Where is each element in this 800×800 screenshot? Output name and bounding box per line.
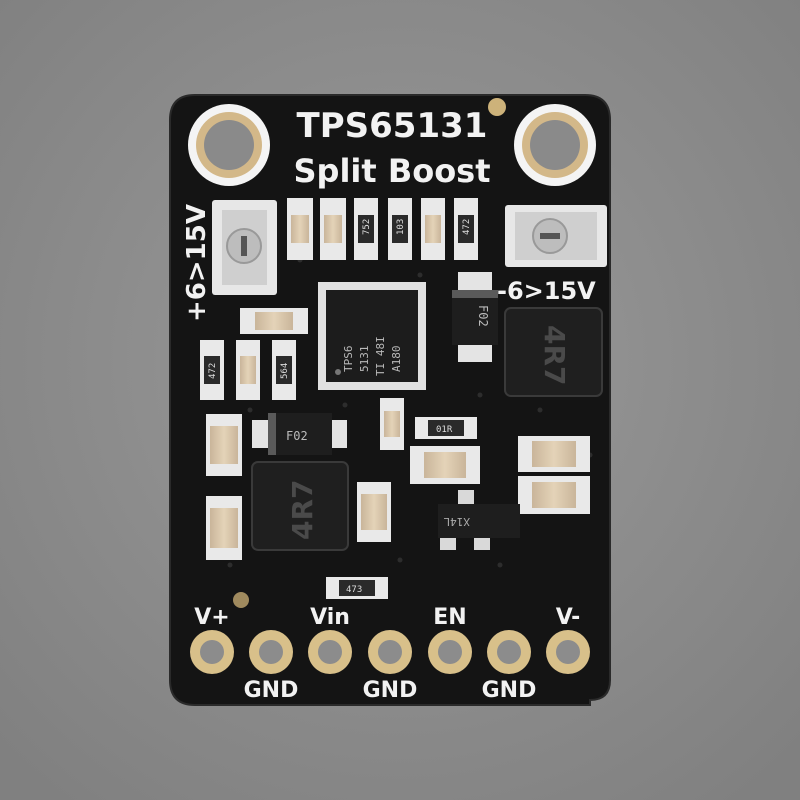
positive-range-label: +6>15V [182, 204, 212, 322]
cap-left-1 [236, 340, 260, 400]
pad-5 [428, 630, 472, 674]
main-ic: TPS6 5131 TI 48I A180 [318, 282, 426, 390]
resistor-left-2-code: 564 [280, 363, 290, 379]
main-ic-marking-3: TI 48I [374, 336, 387, 376]
resistor-left-1: 472 [200, 340, 224, 400]
inductor-right: 4R7 [504, 307, 603, 397]
pin-label-vminus: V- [556, 605, 581, 630]
resistor-top-1: 752 [354, 198, 378, 260]
resistor-top-2: 103 [388, 198, 412, 260]
negative-range-label: -6>15V [497, 277, 596, 305]
trim-potentiometer-left [212, 200, 277, 295]
mounting-hole-right [514, 104, 596, 186]
resistor-center-small: 01R [415, 417, 477, 439]
resistor-top-3-code: 472 [462, 219, 472, 235]
board-title: TPS65131 [297, 106, 488, 146]
pin-label-vin: Vin [310, 605, 350, 630]
pin-label-gnd-1: GND [244, 678, 299, 703]
resistor-bottom: 473 [326, 577, 388, 599]
cap-top-2 [320, 198, 346, 260]
header-pads [190, 630, 590, 674]
resistor-left-1-code: 472 [208, 363, 218, 379]
top-component-row: 752 103 472 [287, 198, 478, 260]
diode-top: F02 [452, 272, 498, 362]
cap-mid-vertical [380, 398, 404, 450]
cap-bulk-left-2 [206, 496, 242, 560]
pad-4 [368, 630, 412, 674]
mounting-hole-left [188, 104, 270, 186]
pin-labels-bottom: GND GND GND [244, 678, 537, 703]
resistor-top-2-code: 103 [396, 219, 406, 235]
board-subtitle: Split Boost [293, 152, 490, 190]
transistor: X14L [438, 490, 520, 550]
pad-1 [190, 630, 234, 674]
left-component-cluster: 472 564 [200, 340, 296, 400]
main-ic-marking-2: 5131 [358, 346, 371, 373]
resistor-center-code: 01R [436, 425, 453, 435]
transistor-marking: X14L [443, 515, 470, 528]
cap-top-1 [287, 198, 313, 260]
main-ic-marking-1: TPS6 [342, 346, 355, 373]
pad-2 [249, 630, 293, 674]
resistor-top-3: 472 [454, 198, 478, 260]
trim-potentiometer-right [505, 205, 607, 267]
inductor-left-marking: 4R7 [286, 479, 319, 540]
main-ic-marking-4: A180 [390, 346, 403, 373]
diode-top-marking: F02 [476, 305, 490, 327]
cap-right-2 [518, 476, 590, 514]
cap-top-3 [421, 198, 445, 260]
fiducial-bottom [233, 592, 249, 608]
cap-horizontal-mid [240, 308, 308, 334]
pin-label-vplus: V+ [194, 605, 229, 630]
inductor-left: 4R7 [251, 461, 349, 551]
resistor-bottom-code: 473 [346, 585, 362, 595]
cap-right-1 [518, 436, 590, 472]
resistor-top-1-code: 752 [362, 219, 372, 235]
cap-center-vertical [357, 482, 391, 542]
pad-3 [308, 630, 352, 674]
cap-bulk-left-1 [206, 414, 242, 476]
diode-left-marking: F02 [286, 429, 308, 443]
cap-center-horizontal [410, 446, 480, 484]
fiducial-top [488, 98, 506, 116]
diode-left: F02 [252, 413, 347, 455]
pin-label-gnd-2: GND [363, 678, 418, 703]
resistor-left-2: 564 [272, 340, 296, 400]
pin-label-gnd-3: GND [482, 678, 537, 703]
inductor-right-marking: 4R7 [538, 325, 571, 386]
pad-6 [487, 630, 531, 674]
pad-7 [546, 630, 590, 674]
pin-label-en: EN [433, 605, 466, 630]
pin-labels-top: V+ Vin EN V- [194, 605, 580, 630]
